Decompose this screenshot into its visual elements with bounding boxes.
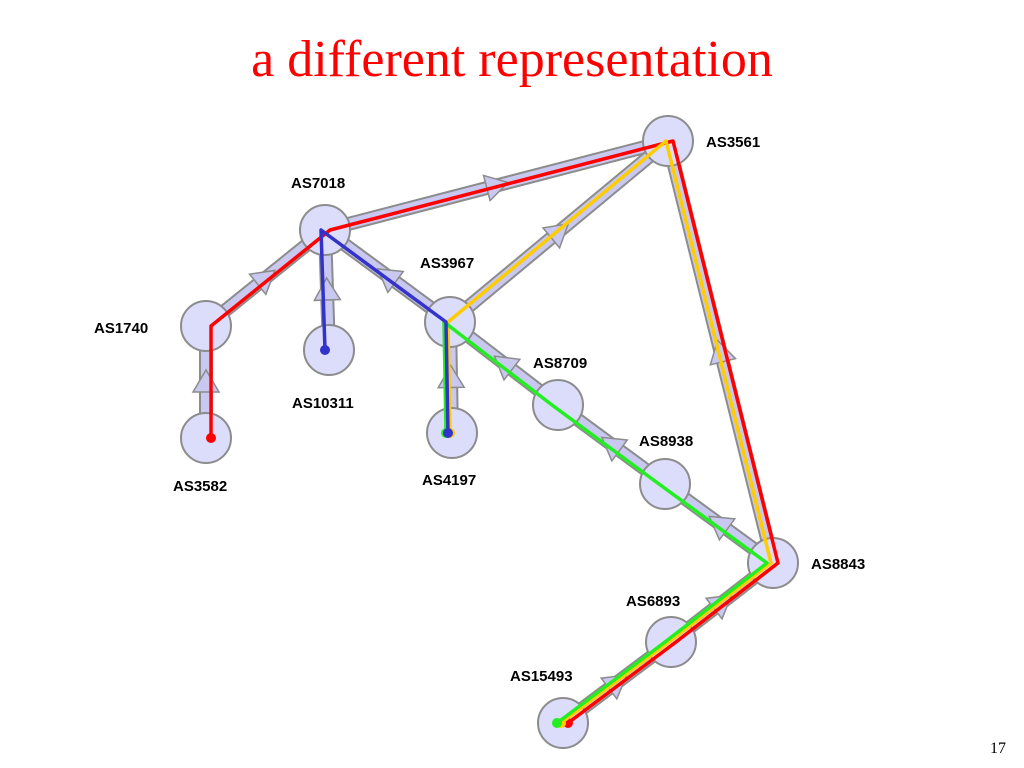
link-arrow-AS4197-AS3967 [436, 364, 466, 389]
link-arrow-AS10311-AS7018 [313, 276, 342, 302]
paths-layer [206, 139, 780, 728]
node-label-as15493: AS15493 [510, 668, 573, 685]
green-path-end-dot [552, 718, 562, 728]
node-label-as3967: AS3967 [420, 255, 474, 272]
node-label-as6893: AS6893 [626, 593, 680, 610]
blue-as-path [319, 228, 450, 434]
slide-title: a different representation [251, 31, 773, 88]
blue-path-start-dot [443, 428, 453, 438]
link-arrow-AS1740-AS7018 [248, 269, 276, 296]
yellow-as-path [446, 139, 773, 725]
node-label-as10311: AS10311 [292, 395, 354, 412]
node-label-as8843: AS8843 [811, 556, 865, 573]
nodes-layer [180, 115, 799, 749]
node-label-as8709: AS8709 [533, 355, 587, 372]
blue-path-end-dot [320, 345, 330, 355]
node-as1740 [180, 300, 232, 352]
link-arrow-AS3582-AS1740 [191, 368, 221, 393]
node-label-as3582: AS3582 [173, 478, 227, 495]
link-arrow-AS8709-AS3967 [493, 355, 522, 382]
node-label-as3561: AS3561 [706, 134, 760, 151]
red-as-path [209, 139, 780, 725]
node-label-as8938: AS8938 [639, 433, 693, 450]
page-number: 17 [990, 740, 1006, 757]
red-path-start-dot [206, 433, 216, 443]
node-label-as7018: AS7018 [291, 175, 345, 192]
node-label-as4197: AS4197 [422, 472, 476, 489]
node-label-as1740: AS1740 [94, 320, 148, 337]
